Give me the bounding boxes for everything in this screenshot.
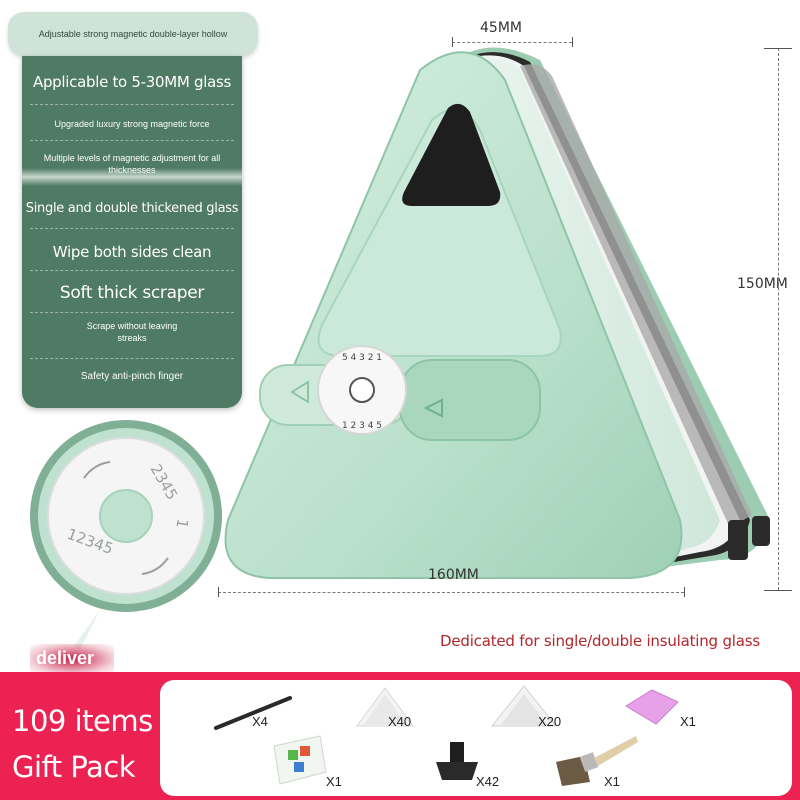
feature-item: Scrape without leaving streaks [86,321,178,344]
feature-divider [30,358,234,359]
gift-qty: X4 [252,714,268,729]
depth-dimension-label: 45MM [480,20,522,36]
feature-divider [30,270,234,271]
features-header: Adjustable strong magnetic double-layer … [8,12,258,56]
depth-tick-left [452,37,453,47]
width-tick-right [684,587,685,597]
height-dimension-line [778,48,779,590]
triangle-wipe-pad-icon [490,685,558,727]
dedicated-glass-text: Dedicated for single/double insulating g… [440,632,760,650]
panel-highlight [22,168,242,186]
gift-contents-card: X4 X40 X20 X1 X1 X42 X1 [160,680,792,796]
rubber-foot-icon [436,742,478,780]
depth-dimension-line [452,42,572,43]
gift-count-text: 109 items [12,704,153,738]
knob-zoom-detail: 2345 12345 1 [30,420,222,612]
svg-text:1 2 3 4 5: 1 2 3 4 5 [342,421,382,431]
gift-qty: X40 [388,714,412,729]
deliver-tag: deliver [30,644,114,674]
cleaning-tablets-icon [273,735,327,785]
depth-tick-right [572,37,573,47]
feature-item: Applicable to 5-30MM glass [33,73,231,91]
width-tick-left [218,587,219,597]
gift-qty: X20 [538,714,562,729]
height-tick-bottom [764,590,792,591]
svg-text:1: 1 [172,517,191,530]
features-panel: Applicable to 5-30MM glass Upgraded luxu… [22,56,242,408]
brush-icon [556,736,638,786]
feature-item: Safety anti-pinch finger [80,371,184,382]
scraper-bar-icon [214,696,292,730]
zoom-pointer [74,610,100,650]
gift-pack-text: Gift Pack [12,750,136,784]
feature-divider [30,104,234,105]
gift-qty: X1 [604,774,620,789]
feature-item: Upgraded luxury strong magnetic force [54,119,210,129]
height-tick-top [764,48,792,49]
feature-item: Soft thick scraper [59,283,205,303]
feature-item: Wipe both sides clean [52,243,212,261]
feature-divider [30,140,234,141]
gift-qty: X1 [680,714,696,729]
features-header-text: Adjustable strong magnetic double-layer … [38,29,228,39]
height-dimension-label: 150MM [737,276,788,292]
width-dimension-line [218,592,684,593]
triangle-cotton-pad-icon [356,687,414,727]
gift-qty: X42 [476,774,500,789]
width-dimension-label: 160MM [428,567,479,583]
feature-divider [30,228,234,229]
feature-divider [30,312,234,313]
pink-cloth-icon [625,689,679,725]
feature-item: Single and double thickened glass [25,201,239,216]
svg-text:5 4 3 2 1: 5 4 3 2 1 [342,353,382,363]
gift-qty: X1 [326,774,342,789]
